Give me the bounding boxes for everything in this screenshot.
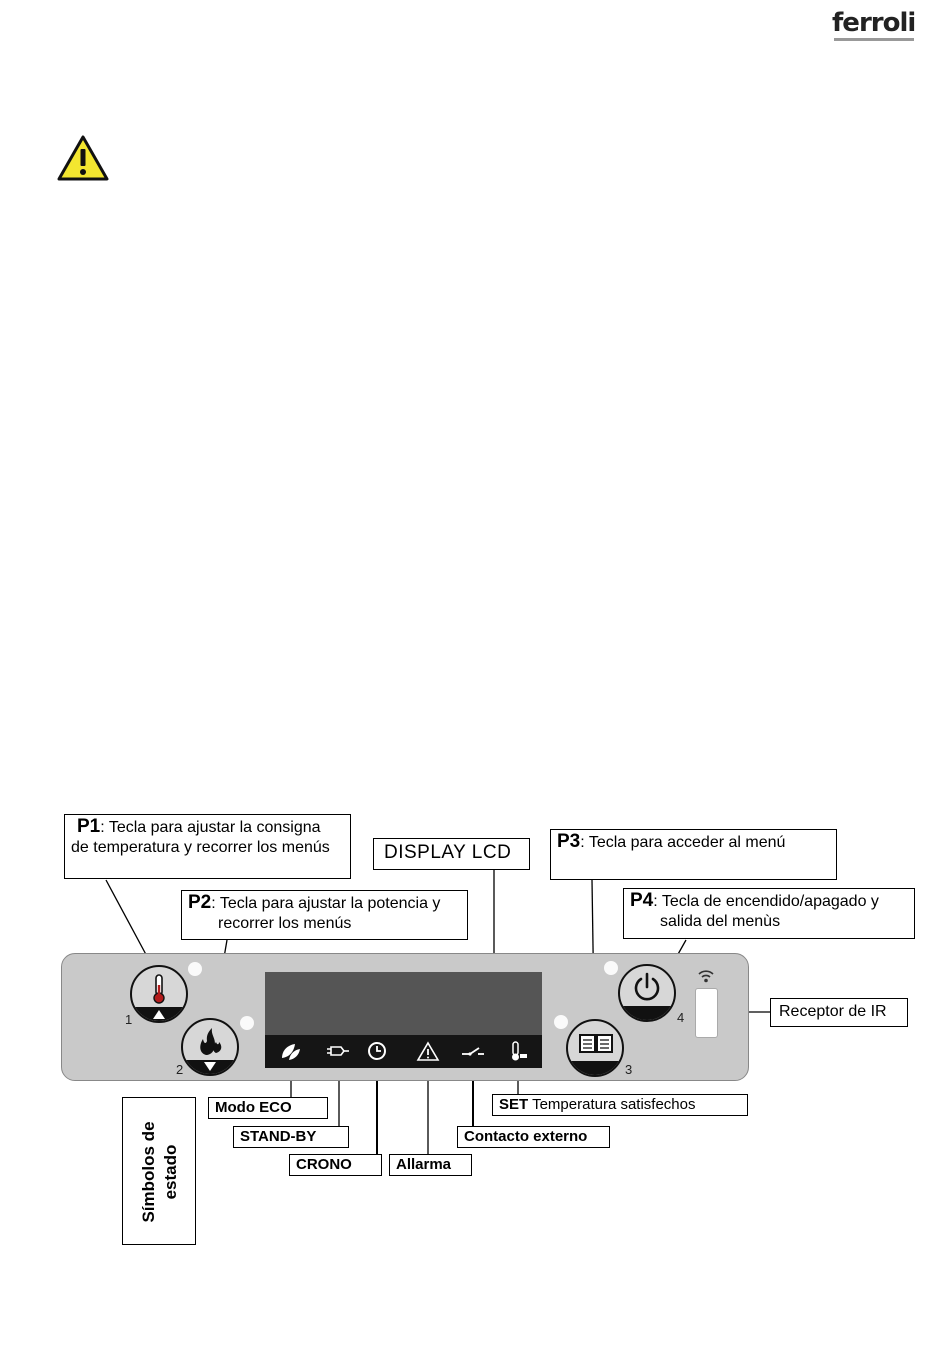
clock-icon xyxy=(368,1042,386,1060)
eco-icon xyxy=(282,1044,300,1060)
ir-callout-text: Receptor de IR xyxy=(779,1003,887,1020)
p2-power-button[interactable] xyxy=(181,1018,239,1076)
p3-text: : Tecla para acceder al menú xyxy=(580,834,786,851)
p3-key: P3 xyxy=(557,831,581,852)
p1-callout: P1: Tecla para ajustar la consigna de te… xyxy=(64,814,351,879)
p4-callout: P4: Tecla de encendido/apagado y salida … xyxy=(623,888,915,939)
wifi-icon xyxy=(698,970,714,983)
warning-icon xyxy=(57,135,109,181)
label-crono-text: CRONO xyxy=(296,1156,352,1173)
arrow-up-icon xyxy=(153,1010,165,1019)
label-modo-eco-text: Modo ECO xyxy=(215,1099,292,1116)
led-indicator xyxy=(188,962,202,976)
book-icon xyxy=(579,1034,613,1053)
p3-callout: P3: Tecla para acceder al menú xyxy=(550,829,837,880)
p1-text-line2: de temperatura y recorrer los menús xyxy=(71,839,330,856)
label-allarma-text: Allarma xyxy=(396,1156,452,1173)
status-symbol-strip xyxy=(265,1035,542,1068)
label-contacto-externo: Contacto externo xyxy=(457,1126,610,1148)
p1-key: P1 xyxy=(77,816,101,837)
arrow-down-icon xyxy=(204,1062,216,1071)
status-symbols-title-box: Símbolos de estado xyxy=(122,1097,196,1245)
p2-callout: P2: Tecla para ajustar la potencia y rec… xyxy=(181,890,468,940)
label-stand-by: STAND-BY xyxy=(233,1126,349,1148)
p4-text-line1: : Tecla de encendido/apagado y xyxy=(653,893,879,910)
label-crono: CRONO xyxy=(289,1154,382,1176)
button-number-3: 3 xyxy=(625,1062,633,1077)
power-icon xyxy=(634,972,660,1001)
logo-text: ferroli xyxy=(832,8,916,38)
label-modo-eco: Modo ECO xyxy=(208,1097,328,1119)
label-allarma: Allarma xyxy=(389,1154,472,1176)
button-number-2: 2 xyxy=(176,1062,184,1077)
p1-text-line1: : Tecla para ajustar la consigna xyxy=(100,819,321,836)
logo-tagline-bar xyxy=(834,38,914,41)
ferroli-logo: ferroli xyxy=(832,8,916,48)
button-number-1: 1 xyxy=(125,1012,133,1027)
label-contacto-externo-text: Contacto externo xyxy=(464,1128,588,1145)
p4-key: P4 xyxy=(630,890,654,911)
led-indicator xyxy=(554,1015,568,1029)
standby-plug-icon xyxy=(327,1046,349,1056)
p3-menu-button[interactable] xyxy=(566,1019,624,1077)
flame-icon xyxy=(200,1028,222,1055)
p4-power-button[interactable] xyxy=(618,964,676,1022)
label-set-text: Temperatura satisfechos xyxy=(528,1096,696,1113)
contact-icon xyxy=(462,1047,484,1056)
ir-receiver-window xyxy=(695,988,718,1038)
button-number-4: 4 xyxy=(677,1010,685,1025)
p2-text-line2: recorrer los menús xyxy=(218,915,352,932)
lcd-callout: DISPLAY LCD xyxy=(373,838,530,870)
set-temp-icon xyxy=(512,1041,527,1061)
p4-text-line2: salida del menùs xyxy=(660,913,781,930)
status-symbols-title: Símbolos de estado xyxy=(139,1121,180,1223)
lcd-callout-text: DISPLAY LCD xyxy=(384,842,512,863)
led-indicator xyxy=(604,961,618,975)
alarm-triangle-icon xyxy=(416,1041,440,1061)
thermometer-icon xyxy=(153,974,165,1004)
ir-callout: Receptor de IR xyxy=(770,998,908,1027)
p1-temperature-button[interactable] xyxy=(130,965,188,1023)
lcd-display xyxy=(265,972,542,1035)
label-set-temperatura: SET Temperatura satisfechos xyxy=(492,1094,748,1116)
p2-key: P2 xyxy=(188,892,212,913)
p2-text-line1: : Tecla para ajustar la potencia y xyxy=(211,895,441,912)
label-stand-by-text: STAND-BY xyxy=(240,1128,317,1145)
led-indicator xyxy=(240,1016,254,1030)
label-set-key: SET xyxy=(499,1096,529,1113)
